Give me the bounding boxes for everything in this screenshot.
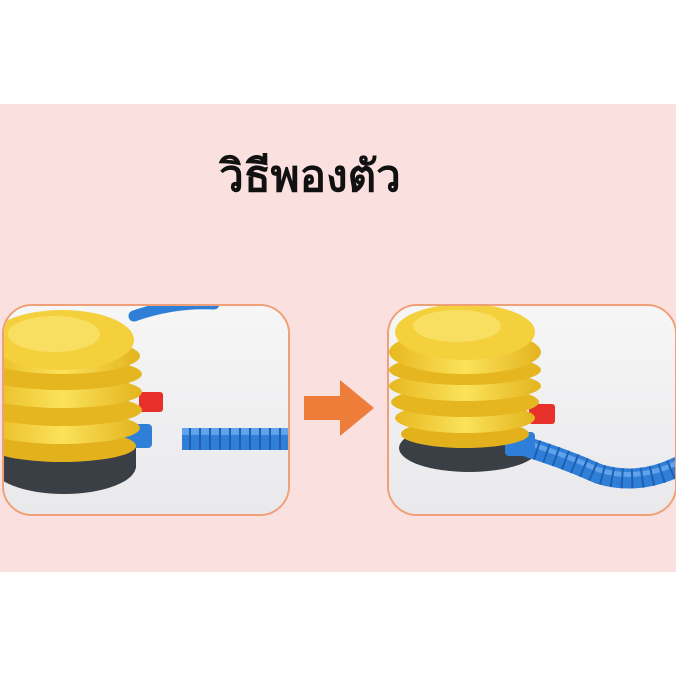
page-title: วิธีพองตัว	[219, 151, 401, 202]
pump-bellows	[4, 310, 142, 462]
right-arrow-icon	[304, 380, 376, 440]
connected-hose	[514, 434, 675, 489]
pump-bellows	[389, 306, 541, 448]
before-photo	[2, 304, 290, 516]
pump-connected-illustration	[389, 306, 675, 514]
after-photo	[387, 304, 676, 516]
loose-hose	[182, 428, 288, 450]
pump-disconnected-illustration	[4, 306, 288, 514]
